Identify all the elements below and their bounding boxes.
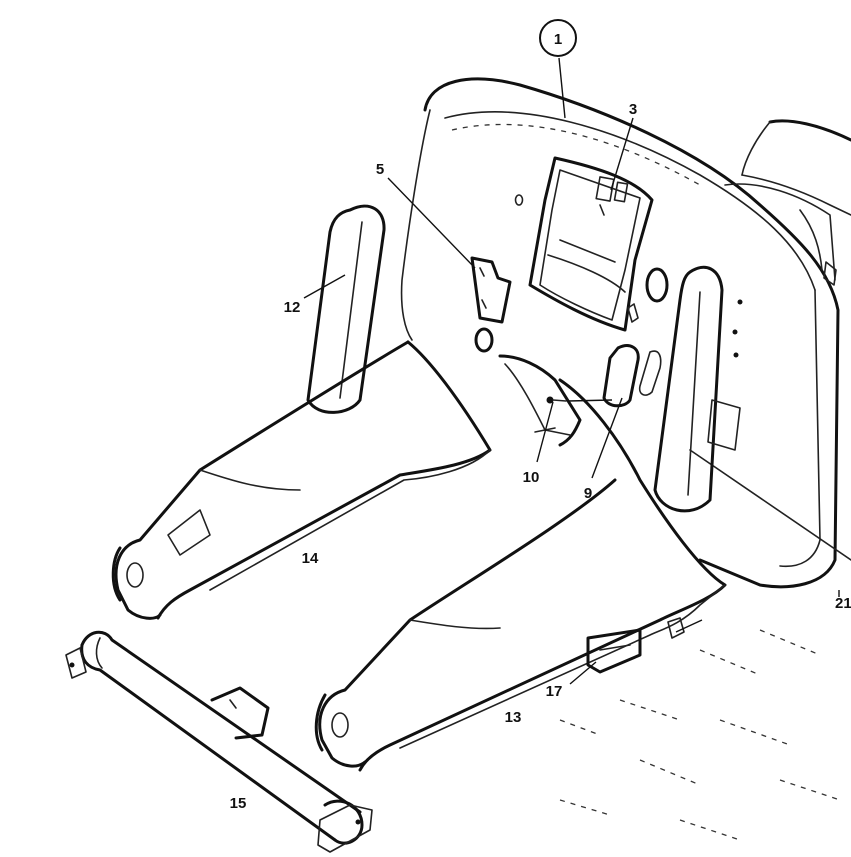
- callout-1-circle: [539, 19, 577, 57]
- callout-12-label: 12: [284, 299, 301, 316]
- callout-17-label: 17: [546, 683, 563, 700]
- leader-lines: [303, 57, 840, 685]
- air-duct: [724, 119, 851, 286]
- callout-21-label: 21: [835, 595, 851, 612]
- instrument-opening: [528, 156, 654, 332]
- bulkhead-panel: [400, 77, 851, 589]
- callout-13-label: 13: [505, 709, 522, 726]
- side-panel-12: [306, 204, 386, 414]
- callout-1-label: 1: [554, 31, 562, 48]
- callout-10-label: 10: [523, 469, 540, 486]
- right-recess: [653, 266, 741, 513]
- panel-holes: [474, 194, 743, 358]
- callout-3-label: 3: [629, 101, 637, 118]
- callout-9-label: 9: [584, 485, 592, 502]
- callout-1: 1: [539, 19, 577, 57]
- bracket-5: [470, 256, 512, 324]
- callout-14-label: 14: [302, 550, 319, 567]
- callout-5-label: 5: [376, 161, 384, 178]
- callout-15-label: 15: [230, 795, 247, 812]
- chassis-leg-13: [314, 378, 727, 772]
- floor-dashes: [559, 629, 841, 841]
- screw-10: [546, 396, 567, 404]
- cross-tube-15: [65, 630, 373, 853]
- bracket-17: [586, 617, 685, 674]
- cover-plate-9: [602, 344, 662, 408]
- chassis-leg-14: [111, 340, 582, 620]
